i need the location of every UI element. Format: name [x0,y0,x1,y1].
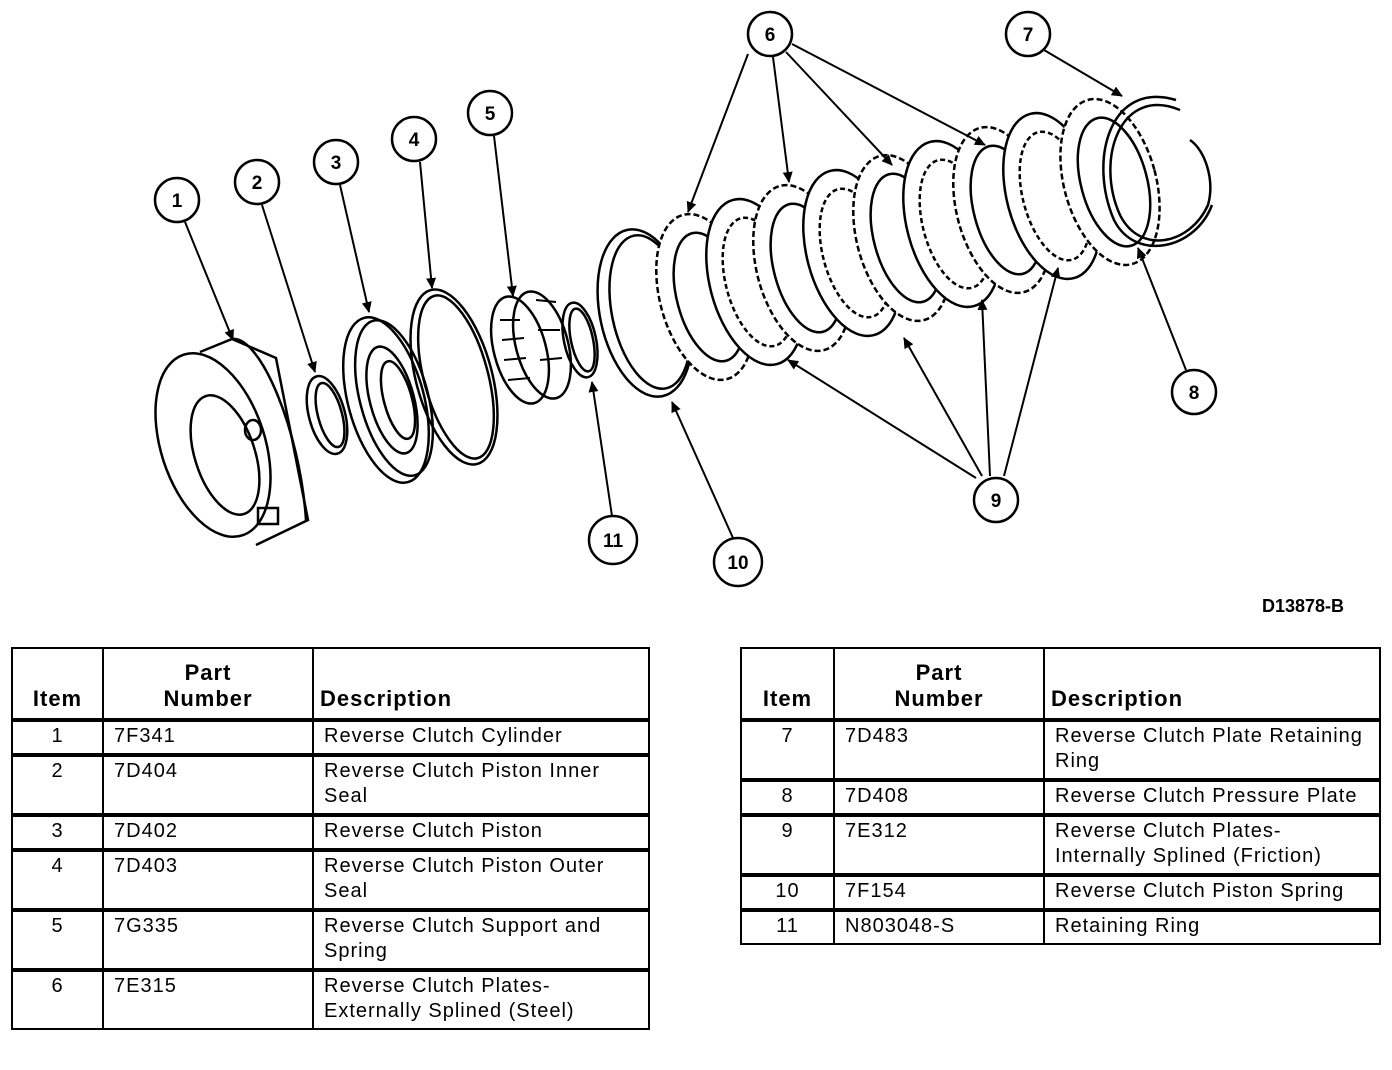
callout-3: 3 [312,138,360,186]
description-cell: Reverse Clutch Plates-Internally Splined… [1043,814,1381,876]
exploded-view-diagram: 1 2 3 4 5 6 7 8 9 10 11 [153,10,1218,588]
svg-text:6: 6 [765,25,776,46]
description-cell: Reverse Clutch Piston Spring [1043,874,1381,911]
svg-text:1: 1 [172,191,183,212]
svg-text:7: 7 [1023,25,1034,46]
callout-4: 4 [390,115,438,163]
callout-5: 5 [466,89,514,137]
item-cell: 4 [11,849,104,911]
description-cell: Reverse Clutch Piston [312,814,650,851]
header-description: Description [312,647,650,721]
callout-6: 6 [746,10,794,58]
item-cell: 2 [11,754,104,816]
svg-text:3: 3 [331,153,342,174]
callout-8: 8 [1170,368,1218,416]
callout-11: 11 [587,514,639,566]
svg-text:11: 11 [603,531,624,552]
part-number-cell: 7D483 [833,719,1045,781]
header-item: Item [740,647,835,721]
part-number-cell: 7D404 [102,754,314,816]
svg-text:5: 5 [485,104,496,125]
clutch-plates-stack [655,111,1102,382]
callout-10: 10 [712,536,764,588]
support-and-spring-part [489,290,573,405]
svg-text:4: 4 [409,130,420,151]
header-item: Item [11,647,104,721]
leader-lines [184,43,1187,539]
item-cell: 3 [11,814,104,851]
description-cell: Reverse Clutch Plate Retaining Ring [1043,719,1381,781]
part-number-cell: 7G335 [102,909,314,971]
svg-text:9: 9 [991,491,1002,512]
small-retaining-ring-part [561,301,599,379]
part-number-cell: 7E315 [102,969,314,1030]
part-number-cell: 7F341 [102,719,314,756]
callout-9: 9 [972,476,1020,524]
plate-retaining-ring-part [1102,95,1214,247]
description-cell: Reverse Clutch Support and Spring [312,909,650,971]
description-cell: Retaining Ring [1043,909,1381,945]
figure-id: D13878-B [1262,596,1345,616]
reverse-clutch-cylinder-part [154,337,310,547]
svg-text:2: 2 [252,173,263,194]
description-cell: Reverse Clutch Piston Outer Seal [312,849,650,911]
item-cell: 9 [740,814,835,876]
part-number-cell: 7D403 [102,849,314,911]
item-cell: 7 [740,719,835,781]
description-cell: Reverse Clutch Pressure Plate [1043,779,1381,816]
header-description: Description [1043,647,1381,721]
part-number-cell: 7F154 [833,874,1045,911]
callout-2: 2 [233,158,281,206]
part-number-cell: 7D402 [102,814,314,851]
part-number-cell: 7E312 [833,814,1045,876]
item-cell: 11 [740,909,835,945]
callout-7: 7 [1004,10,1052,58]
description-cell: Reverse Clutch Cylinder [312,719,650,756]
description-cell: Reverse Clutch Piston Inner Seal [312,754,650,816]
item-cell: 6 [11,969,104,1030]
item-cell: 8 [740,779,835,816]
svg-text:8: 8 [1189,383,1200,404]
callout-1: 1 [153,176,201,224]
item-cell: 10 [740,874,835,911]
part-number-cell: N803048-S [833,909,1045,945]
piston-outer-seal-part [409,288,499,466]
piston-inner-seal-part [305,374,349,456]
description-cell: Reverse Clutch Plates-Externally Splined… [312,969,650,1030]
item-cell: 1 [11,719,104,756]
svg-text:10: 10 [727,553,748,574]
item-cell: 5 [11,909,104,971]
part-number-cell: 7D408 [833,779,1045,816]
